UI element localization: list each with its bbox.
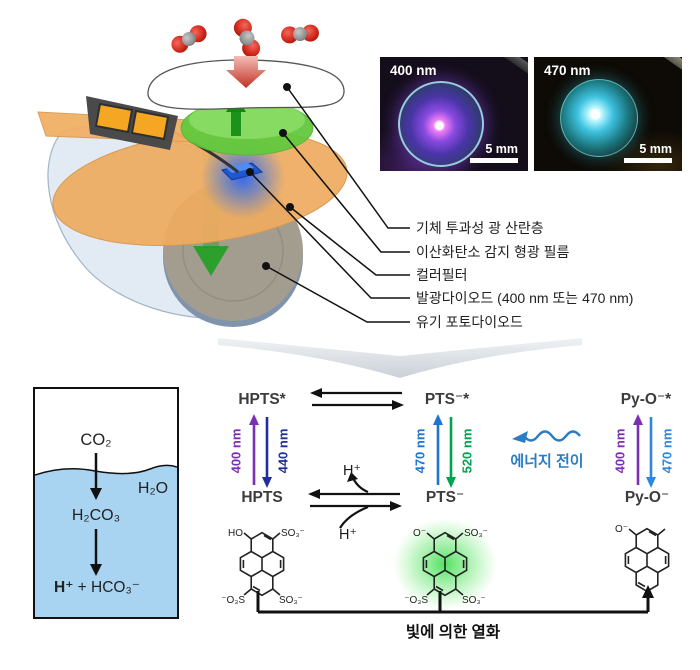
h2o-label: H₂O [138, 480, 168, 497]
so3-substituent: SO₃⁻ [281, 528, 305, 539]
photochemistry-mechanism: HPTS* PTS⁻* Py-O⁻* HPTS PTS⁻ Py-O⁻ H⁺ H⁺… [221, 388, 674, 641]
label-color-filter: 컬러필터 [416, 267, 468, 283]
pyo-excitation-wavelength: 400 nm [612, 429, 627, 474]
hpts-structure: HO SO₃⁻ ⁻O₃S SO₃⁻ [221, 528, 305, 606]
pts-emission-wavelength: 520 nm [459, 429, 474, 474]
hpts-label: HPTS [241, 489, 282, 506]
water-fill [35, 465, 177, 617]
scale-bar [470, 158, 518, 163]
co2-hydration-box: CO₂ H₂O H₂CO₃ H⁺ + HCO₃⁻ [33, 387, 179, 619]
photo-wavelength-label: 470 nm [544, 63, 591, 78]
label-sensing-film: 이산화탄소 감지 형광 필름 [416, 244, 570, 260]
degradation-label: 빛에 의한 열화 [406, 622, 501, 641]
so3-substituent: SO₃⁻ [279, 595, 303, 606]
led-chip [169, 128, 285, 219]
label-led: 발광다이오드 (400 nm 또는 470 nm) [416, 290, 634, 306]
pts-excitation-wavelength: 470 nm [412, 429, 427, 474]
hpts-excitation-wavelength: 400 nm [228, 429, 243, 474]
tweezers-icon [469, 57, 528, 75]
pts-excited-label: PTS⁻* [425, 391, 470, 408]
proton-added-label: H⁺ [339, 527, 357, 543]
pts-label: PTS⁻ [426, 489, 464, 506]
hpts-emission-wavelength: 440 nm [275, 429, 290, 474]
tweezers-icon [623, 57, 682, 71]
glowing-film-470nm [560, 79, 638, 157]
proton-released-label: H⁺ [343, 463, 361, 479]
co2-inflow-arrow [226, 56, 266, 88]
photo-400nm: 400 nm 5 mm [380, 57, 528, 171]
co2-label: CO₂ [80, 431, 111, 449]
label-photodiode: 유기 포토다이오드 [416, 314, 523, 330]
pyo-structure: O⁻ [615, 524, 670, 593]
o-substituent: O⁻ [413, 528, 426, 539]
hpts-transition-arrows: 400 nm 440 nm [228, 414, 290, 488]
leader-lines [249, 86, 410, 323]
pyo-label: Py-O⁻ [625, 489, 669, 506]
ho-substituent: HO [228, 528, 243, 539]
degradation-bracket [256, 585, 654, 614]
water-line [35, 464, 177, 476]
bicarbonate: + HCO₃⁻ [73, 579, 140, 596]
label-scattering-layer: 기체 투과성 광 산란층 [416, 220, 544, 236]
scale-label: 5 mm [485, 142, 518, 156]
o-substituent: O⁻ [615, 524, 628, 535]
excited-equilibrium-arrows [310, 388, 404, 410]
pts-structure: O⁻ SO₃⁻ ⁻O₃S SO₃⁻ [404, 528, 488, 606]
flex-cable [37, 96, 199, 150]
pyo-excited-label: Py-O⁻* [621, 391, 672, 408]
scale-label: 5 mm [639, 142, 672, 156]
o3s-substituent: ⁻O₃S [404, 595, 428, 606]
dissociation-label: H⁺ + HCO₃⁻ [54, 579, 140, 596]
energy-transfer-label: 에너지 전이 [510, 453, 583, 470]
scale-bar [624, 158, 672, 163]
so3-substituent: SO₃⁻ [462, 595, 486, 606]
photo-wavelength-label: 400 nm [390, 63, 437, 78]
co2-molecules [171, 18, 319, 88]
h-plus: H⁺ [54, 579, 73, 596]
device-illustration [37, 18, 582, 378]
pts-transition-arrows: 470 nm 520 nm [412, 414, 474, 488]
section-divider-arrow [218, 338, 582, 378]
h2co3-label: H₂CO₃ [72, 507, 120, 524]
leader-dots [246, 83, 294, 270]
photo-470nm: 470 nm 5 mm [534, 57, 682, 171]
hpts-excited-label: HPTS* [238, 391, 286, 408]
so3-substituent: SO₃⁻ [464, 528, 488, 539]
pyo-emission-wavelength: 470 nm [659, 429, 674, 474]
ground-equilibrium-arrows [308, 472, 402, 529]
o3s-substituent: ⁻O₃S [221, 595, 245, 606]
glowing-film-400nm [398, 81, 484, 167]
energy-transfer-arrow: 에너지 전이 [510, 430, 584, 470]
pyo-transition-arrows: 400 nm 470 nm [612, 414, 674, 488]
